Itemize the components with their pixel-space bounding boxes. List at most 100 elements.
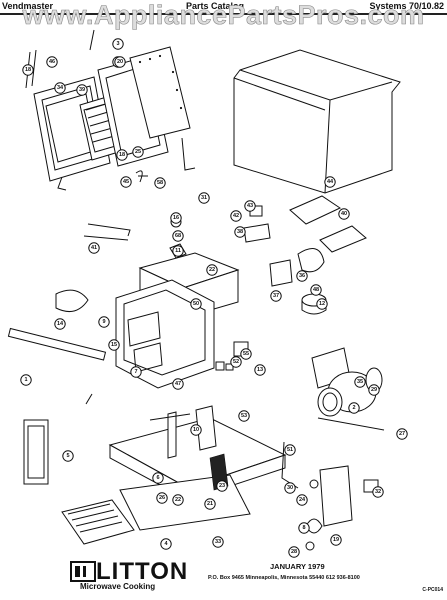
- callout-68: 68: [172, 230, 184, 242]
- callout-label: 58: [157, 180, 163, 186]
- callout-40: 40: [338, 208, 350, 220]
- callout-45: 45: [120, 176, 132, 188]
- callout-label: 18: [119, 152, 125, 158]
- callout-14: 14: [54, 318, 66, 330]
- callout-label: 39: [79, 87, 85, 93]
- callout-24: 24: [296, 494, 308, 506]
- callout-label: 25: [135, 149, 141, 155]
- callout-47: 47: [172, 378, 184, 390]
- callout-3: 3: [112, 38, 124, 50]
- company-address: P.O. Box 9465 Minneapolis, Minnesota 554…: [208, 575, 360, 581]
- callout-2: 2: [348, 402, 360, 414]
- callout-label: 46: [49, 59, 55, 65]
- callout-label: 22: [209, 267, 215, 273]
- callout-label: 2: [352, 405, 355, 411]
- callout-44: 44: [324, 176, 336, 188]
- callout-29: 29: [368, 384, 380, 396]
- callout-31: 31: [198, 192, 210, 204]
- callout-18: 18: [22, 64, 34, 76]
- callout-label: 16: [173, 215, 179, 221]
- callout-label: 29: [371, 387, 377, 393]
- callout-label: 26: [159, 495, 165, 501]
- callout-label: 52: [233, 359, 239, 365]
- callout-label: 21: [207, 501, 213, 507]
- callout-38: 38: [234, 226, 246, 238]
- callout-46: 46: [46, 56, 58, 68]
- callout-6: 6: [152, 472, 164, 484]
- callout-label: 28: [291, 549, 297, 555]
- callout-5: 5: [62, 450, 74, 462]
- header-product: Vendmaster: [2, 1, 54, 11]
- callout-label: 6: [156, 475, 159, 481]
- outer-cabinet: [233, 49, 401, 194]
- callout-label: 45: [123, 179, 129, 185]
- door-assembly: [25, 29, 196, 191]
- callout-10: 10: [190, 424, 202, 436]
- header-systems: Systems 70/10.82: [369, 1, 444, 11]
- catalog-footer: LITTON Microwave Cooking JANUARY 1979 P.…: [0, 558, 447, 600]
- callout-label: 4: [164, 541, 168, 547]
- callout-label: 30: [287, 485, 293, 491]
- callout-19: 19: [330, 534, 342, 546]
- callout-label: 24: [299, 497, 306, 503]
- callout-27: 27: [396, 428, 408, 440]
- header-title: Parts Catalog: [186, 1, 245, 11]
- callout-33: 33: [212, 536, 224, 548]
- callout-52: 52: [230, 356, 242, 368]
- callout-label: 36: [299, 273, 305, 279]
- callout-label: 35: [357, 379, 363, 385]
- litton-logo-mark: [70, 561, 96, 582]
- callout-label: 5: [66, 453, 69, 459]
- callout-20: 20: [114, 56, 126, 68]
- callout-numbers: 3171846342039182545583116681142434440384…: [20, 38, 408, 558]
- callout-label: 44: [327, 179, 334, 185]
- callout-label: 20: [117, 59, 123, 65]
- callout-label: 18: [25, 67, 31, 73]
- callout-58: 58: [154, 177, 166, 189]
- callout-label: 12: [319, 301, 325, 307]
- callout-label: 19: [333, 537, 339, 543]
- callout-43: 43: [244, 200, 256, 212]
- callout-label: 3: [116, 41, 119, 47]
- watermark: www.AppliancePartsPros.com: [22, 0, 425, 30]
- callout-34: 34: [54, 82, 66, 94]
- callout-22: 22: [172, 494, 184, 506]
- callout-label: 42: [233, 213, 239, 219]
- callout-18: 18: [116, 149, 128, 161]
- litton-logo: LITTON: [96, 558, 189, 585]
- callout-11: 11: [172, 245, 184, 257]
- callout-label: 10: [193, 427, 199, 433]
- callout-15: 15: [108, 339, 120, 351]
- callout-48: 48: [310, 284, 322, 296]
- callout-42: 42: [230, 210, 242, 222]
- callout-label: 15: [111, 342, 117, 348]
- callout-55: 55: [240, 348, 252, 360]
- callout-label: 38: [237, 229, 243, 235]
- callout-label: 14: [57, 321, 64, 327]
- callout-label: 43: [247, 203, 253, 209]
- callout-28: 28: [288, 546, 300, 558]
- callout-label: 68: [175, 233, 181, 239]
- base-assembly: [108, 405, 287, 531]
- callout-23: 23: [216, 480, 228, 492]
- callout-label: 37: [273, 293, 279, 299]
- callout-label: 40: [341, 211, 347, 217]
- callout-label: 47: [175, 381, 181, 387]
- callout-label: 8: [302, 525, 305, 531]
- callout-label: 27: [399, 431, 405, 437]
- callout-26: 26: [156, 492, 168, 504]
- callout-label: 51: [287, 447, 293, 453]
- callout-label: 33: [215, 539, 221, 545]
- catalog-code: C-PC014: [422, 587, 443, 593]
- callout-16: 16: [170, 212, 182, 224]
- callout-36: 36: [296, 270, 308, 282]
- header-rule: [0, 13, 447, 15]
- catalog-date: JANUARY 1979: [270, 562, 325, 571]
- callout-label: 34: [57, 85, 64, 91]
- callout-8: 8: [298, 522, 310, 534]
- callout-label: 50: [193, 301, 199, 307]
- callout-9: 9: [98, 316, 110, 328]
- callout-label: 32: [375, 489, 381, 495]
- callout-label: 22: [175, 497, 181, 503]
- callout-37: 37: [270, 290, 282, 302]
